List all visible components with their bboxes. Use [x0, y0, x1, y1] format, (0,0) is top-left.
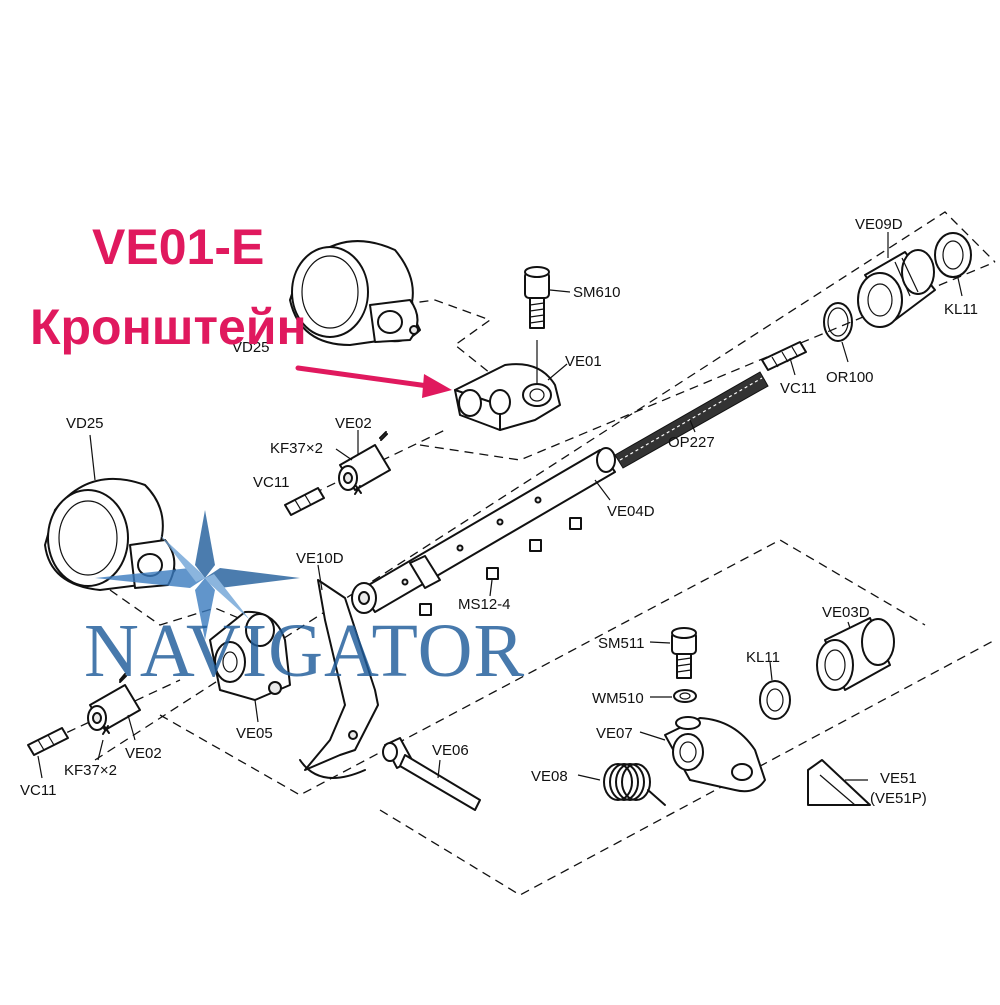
wm510-washer	[650, 689, 697, 703]
part-name-heading: Кронштейн	[30, 299, 307, 355]
label-sm610: SM610	[573, 284, 621, 301]
label-ve09d: VE09D	[855, 216, 903, 233]
label-ve05: VE05	[236, 725, 273, 742]
label-wm510: WM510	[592, 690, 644, 707]
label-kf37-bottom: KF37×2	[64, 762, 117, 779]
label-vd25-top: VD25	[232, 339, 270, 356]
ve06-pin	[382, 737, 481, 811]
ve51-plate	[807, 759, 871, 806]
kl11-top-washer	[934, 232, 972, 297]
highlight-arrow	[295, 365, 452, 398]
label-ve07: VE07	[596, 725, 633, 742]
label-ve04d: VE04D	[607, 503, 655, 520]
label-op227: OP227	[668, 434, 715, 451]
label-or100: OR100	[826, 369, 874, 386]
label-ve06: VE06	[432, 742, 469, 759]
label-kl11-top: KL11	[944, 301, 978, 318]
ve05-link	[209, 610, 291, 723]
vc11-mid-pin	[284, 487, 325, 516]
label-ve01: VE01	[565, 353, 602, 370]
op227-spring	[614, 371, 769, 469]
ve04d-shaft	[351, 447, 616, 614]
kl11-bottom-washer	[759, 661, 791, 720]
label-ve02-top: VE02	[335, 415, 372, 432]
label-ms12-4: MS12-4	[458, 596, 511, 613]
label-sm511: SM511	[598, 635, 644, 652]
ve08-spring	[577, 763, 666, 806]
ve09d-bushing	[857, 232, 936, 328]
label-ve02-bottom: VE02	[125, 745, 162, 762]
navigator-watermark: NAVIGATOR	[84, 609, 526, 693]
compass-star-icon	[95, 510, 300, 640]
label-ve03d: VE03D	[822, 604, 870, 621]
vd25-left-outline	[109, 589, 256, 626]
or100-oring	[823, 302, 853, 363]
assembly-outline-lower	[159, 539, 926, 796]
ve02-bottom-collar	[87, 673, 141, 761]
label-vc11-top: VC11	[780, 380, 816, 397]
ve02-top-collar	[335, 430, 391, 495]
sm610-screw	[524, 266, 571, 329]
vc11-bottom-pin	[27, 727, 69, 779]
assembly-outline-upper	[94, 211, 996, 761]
part-code-heading: VE01-E	[92, 219, 265, 275]
label-ve51: VE51	[880, 770, 917, 787]
label-kf37-top: KF37×2	[270, 440, 323, 457]
ve01-bracket	[454, 340, 568, 431]
sm511-screw	[649, 627, 697, 679]
vc11-top-pin	[761, 341, 807, 376]
assembly-outline-upper-back	[419, 261, 996, 461]
label-kl11-bottom: KL11	[746, 649, 780, 666]
label-vc11-mid: VC11	[253, 474, 289, 491]
ve10d-fork	[299, 564, 379, 779]
vd25-top-part	[289, 240, 421, 346]
ms12-4-setscrews	[419, 517, 582, 616]
vd25-left-part	[44, 434, 176, 591]
label-ve51p: (VE51P)	[870, 790, 927, 807]
label-ve10d: VE10D	[296, 550, 344, 567]
ve07-lever	[639, 716, 766, 793]
label-ve08: VE08	[531, 768, 568, 785]
label-vd25-left: VD25	[66, 415, 104, 432]
label-vc11-bottom: VC11	[20, 782, 56, 799]
ve03d-sleeve	[816, 617, 895, 691]
